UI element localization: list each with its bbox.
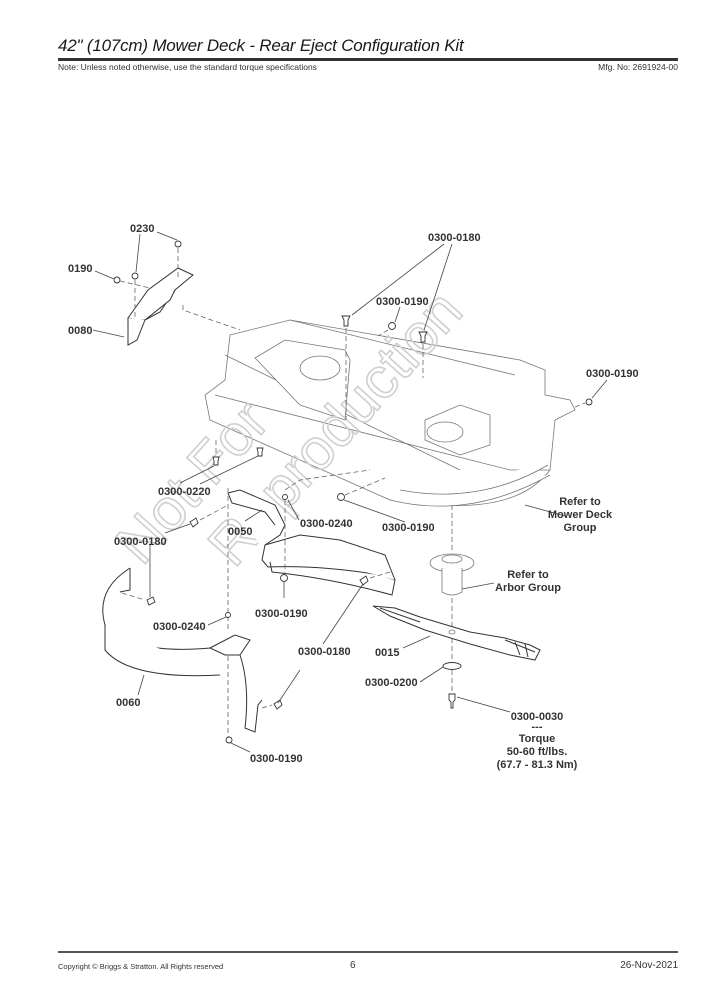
mower-blade-0015 — [372, 605, 541, 661]
callout-0300-0190-top: 0300-0190 — [376, 296, 429, 308]
callout-0300-0200: 0300-0200 — [365, 677, 418, 689]
nut-0300-0240-low — [225, 612, 231, 618]
callout-0080: 0080 — [68, 325, 92, 337]
refer-arbor-line1: Refer to — [507, 569, 549, 581]
callout-0300-0190-mid: 0300-0190 — [382, 522, 435, 534]
chute-deflector-0080 — [127, 267, 194, 346]
bolt-0300-0180-a — [341, 315, 351, 327]
callout-0300-0030: 0300-0030 — [511, 711, 564, 723]
callout-0300-0180-top: 0300-0180 — [428, 232, 481, 244]
bolt-0300-0180-mid — [189, 517, 199, 528]
mower-deck — [204, 319, 576, 507]
refer-arbor-line2: Arbor Group — [495, 582, 561, 594]
bolt-0300-0180-low — [146, 596, 156, 606]
callout-0190: 0190 — [68, 263, 92, 275]
refer-deck-line1: Refer to — [559, 496, 601, 508]
torque-label: Torque — [519, 733, 555, 745]
leader-lines — [92, 231, 608, 753]
callout-0300-0180-left: 0300-0180 — [114, 536, 167, 548]
nut-0300-0190-bottom — [225, 736, 233, 744]
bolt-0300-0180-b — [418, 331, 428, 343]
nut-0300-0190-top — [388, 322, 396, 330]
nut-0300-0190-mid — [337, 493, 345, 501]
baffle-0050 — [227, 489, 396, 596]
refer-mower-deck-group: Refer to Mower Deck Group — [548, 496, 613, 534]
refer-deck-line3: Group — [564, 522, 597, 534]
rear-shield-0060 — [102, 567, 263, 733]
nut-0190 — [113, 276, 121, 284]
torque-metric: (67.7 - 81.3 Nm) — [497, 759, 578, 771]
bolt-0300-0180-right — [359, 575, 369, 586]
nut-0230-top — [174, 240, 182, 248]
bolt-0300-0180-bottom — [273, 699, 283, 710]
callout-0300-0240-low: 0300-0240 — [153, 621, 206, 633]
refer-deck-line2: Mower Deck — [548, 509, 613, 521]
nut-0230 — [131, 272, 139, 280]
title-rule — [58, 58, 678, 61]
arbor-spindle — [429, 553, 475, 596]
refer-arbor-group: Refer to Arbor Group — [495, 569, 561, 594]
callout-0300-0190-bottom: 0300-0190 — [250, 753, 303, 765]
nut-0300-0190-lower — [280, 574, 288, 582]
callout-0015: 0015 — [375, 647, 399, 659]
callout-0300-0030-torque: 0300-0030 --- Torque 50-60 ft/lbs. (67.7… — [497, 711, 578, 771]
callout-0300-0220: 0300-0220 — [158, 486, 211, 498]
callout-0300-0190-right: 0300-0190 — [586, 368, 639, 380]
torque-note: Note: Unless noted otherwise, use the st… — [58, 62, 317, 72]
bolt-0300-0220-a — [212, 456, 220, 466]
callout-0300-0180-low: 0300-0180 — [298, 646, 351, 658]
callout-0060: 0060 — [116, 697, 140, 709]
copyright: Copyright © Briggs & Stratton. All Right… — [58, 962, 224, 971]
blade-bolt-0300-0030 — [448, 693, 456, 709]
print-date: 26-Nov-2021 — [620, 960, 678, 971]
page-title: 42" (107cm) Mower Deck - Rear Eject Conf… — [58, 36, 464, 55]
torque-separator: --- — [532, 721, 543, 733]
footer-rule — [58, 951, 678, 953]
bolt-0300-0220-b — [256, 447, 264, 457]
torque-imperial: 50-60 ft/lbs. — [507, 746, 568, 758]
mfg-number: Mfg. No: 2691924-00 — [598, 62, 678, 72]
callout-0050: 0050 — [228, 526, 252, 538]
callout-0230: 0230 — [130, 223, 154, 235]
page-number: 6 — [350, 960, 356, 971]
callout-0300-0240-mid: 0300-0240 — [300, 518, 353, 530]
nut-0300-0240-mid — [282, 494, 288, 500]
nut-0300-0190-right — [585, 398, 593, 406]
washer-0300-0200 — [442, 662, 462, 670]
callout-0300-0190-lower: 0300-0190 — [255, 608, 308, 620]
